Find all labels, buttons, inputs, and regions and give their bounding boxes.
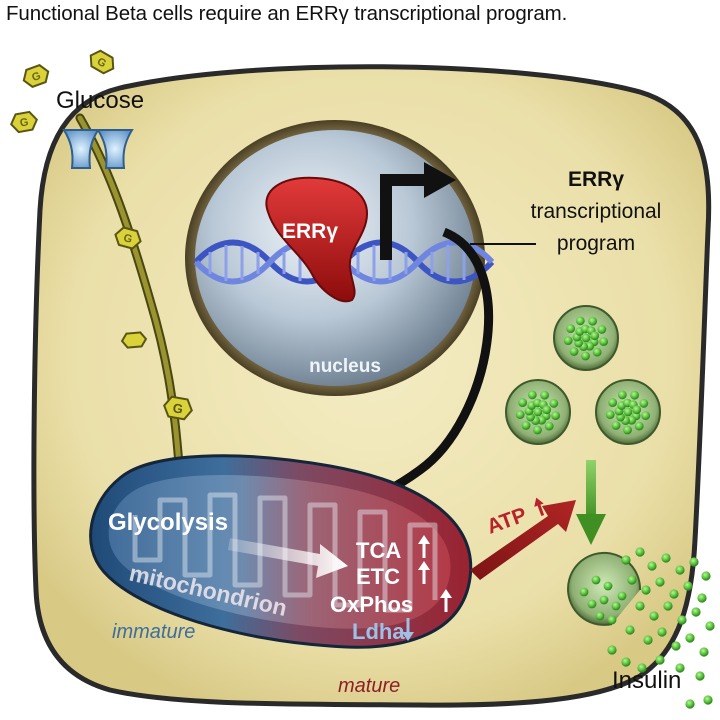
pathway-oxphos: OxPhos [330, 592, 413, 617]
exocytosis-granule [567, 551, 642, 626]
insulin-molecule [607, 645, 617, 655]
pathway-etc: ETC [356, 564, 400, 589]
insulin-molecule [637, 663, 647, 673]
up-arrow-icon [534, 497, 545, 517]
immature-label: immature [112, 621, 195, 643]
secretion-arrow [576, 460, 606, 545]
pathway-tca: TCA [356, 538, 401, 563]
svg-text:ERRγ: ERRγ [568, 168, 624, 191]
insulin-molecule [627, 575, 637, 585]
insulin-molecule [675, 663, 685, 673]
insulin-molecule [669, 589, 679, 599]
glucose-transporter [62, 129, 134, 169]
insulin-molecule [685, 633, 695, 643]
up-arrow-icon [418, 561, 430, 584]
insulin-molecule [621, 657, 631, 667]
insulin-molecule [683, 581, 693, 591]
pathway-list: TCA ETC OxPhos Ldha [330, 535, 452, 644]
insulin-molecule [635, 547, 645, 557]
insulin-molecule [625, 625, 635, 635]
program-label: ERRγ transcriptional program [531, 168, 662, 255]
glucose-molecule: G [10, 110, 38, 134]
insulin-label: Insulin [612, 667, 681, 694]
figure-title: Functional Beta cells require an ERRγ tr… [6, 2, 568, 25]
insulin-molecule [671, 641, 681, 651]
insulin-granules [505, 305, 661, 626]
insulin-granule [595, 379, 661, 445]
transcription-start-arrow [380, 162, 456, 260]
glucose-molecules: G G G G G [10, 49, 193, 421]
errg-protein: ERRγ [265, 176, 368, 303]
svg-text:transcriptional: transcriptional [531, 200, 662, 223]
up-arrow-icon [418, 535, 430, 558]
insulin-molecule [635, 601, 645, 611]
insulin-molecule [697, 593, 707, 603]
insulin-molecule [691, 607, 701, 617]
insulin-molecule [677, 615, 687, 625]
insulin-molecule [661, 553, 671, 563]
svg-text:G: G [172, 400, 185, 417]
insulin-molecule [655, 577, 665, 587]
cristae [132, 492, 438, 613]
insulin-granule [505, 379, 571, 445]
insulin-molecule [685, 699, 695, 709]
pathway-ldha: Ldha [352, 619, 405, 644]
svg-text:G: G [19, 116, 30, 129]
insulin-molecule [643, 635, 653, 645]
mature-label: mature [338, 675, 400, 697]
glucose-label: Glucose [56, 87, 144, 114]
insulin-granule [553, 305, 619, 371]
insulin-molecule [663, 601, 673, 611]
insulin-molecule [641, 585, 651, 595]
insulin-molecule [699, 647, 709, 657]
up-arrow-icon [440, 589, 452, 612]
insulin-molecule [701, 571, 711, 581]
svg-text:program: program [557, 232, 635, 255]
glucose-molecule: G [114, 226, 142, 250]
insulin-molecule [703, 695, 713, 705]
glycolysis-label: Glycolysis [108, 509, 228, 536]
mitochondrion: Glycolysis mitochondrion [89, 454, 473, 649]
insulin-molecule [649, 611, 659, 621]
insulin-molecule [655, 655, 665, 665]
secreted-insulin [607, 547, 715, 709]
glucose-molecule [120, 331, 148, 349]
glucose-molecule: G [89, 49, 115, 75]
errg-label: ERRγ [282, 220, 338, 243]
insulin-molecule [705, 621, 715, 631]
svg-text:G: G [122, 232, 133, 246]
glucose-molecule: G [163, 395, 193, 421]
glucose-molecule: G [22, 64, 50, 88]
nucleus-label: nucleus [309, 356, 381, 377]
insulin-molecule [657, 627, 667, 637]
insulin-molecule [689, 557, 699, 567]
insulin-molecule [675, 565, 685, 575]
down-arrow-icon [402, 618, 414, 641]
insulin-molecule [695, 671, 705, 681]
nucleus: nucleus [185, 120, 485, 396]
insulin-molecule [621, 555, 631, 565]
glycolysis-to-tca-arrow [228, 538, 348, 578]
svg-text:G: G [30, 70, 42, 84]
insulin-molecule [647, 561, 657, 571]
